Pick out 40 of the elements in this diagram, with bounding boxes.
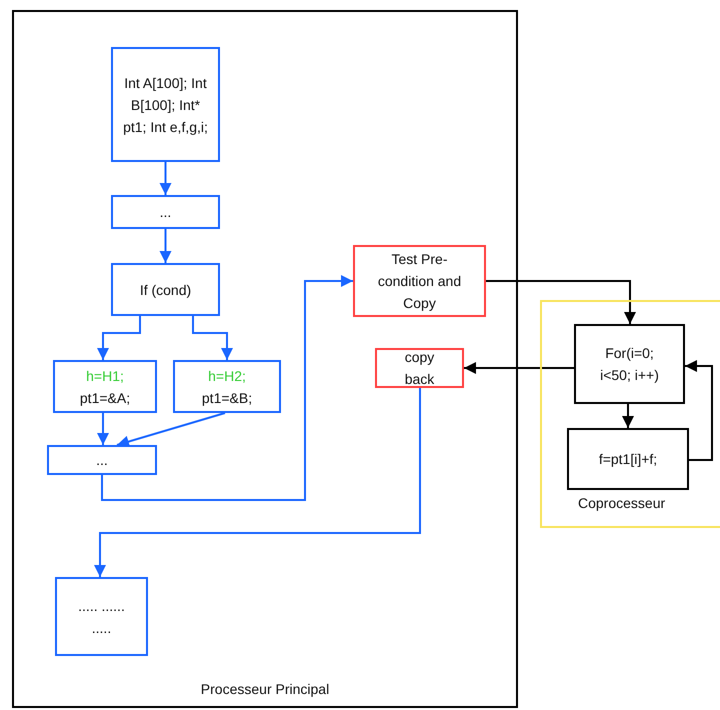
node-label: h=H2; — [208, 366, 246, 386]
arrow — [685, 360, 713, 461]
node-label: ..... ...... ..... — [77, 596, 126, 638]
process-box — [47, 445, 157, 475]
process-box — [567, 428, 689, 490]
node-label: ... — [96, 451, 108, 470]
process-box — [574, 324, 685, 404]
node-label: h=H1; — [86, 366, 124, 386]
arrow — [116, 412, 226, 448]
node-label: pt1=&A; — [80, 388, 130, 408]
node-label: Int A[100]; Int B[100]; Int* pt1; Int e,f,g,i; — [122, 74, 209, 137]
transfer-box — [353, 245, 486, 317]
node-label: f=pt1[i]+f; — [598, 450, 658, 469]
arrow — [464, 362, 574, 374]
process-box — [53, 360, 157, 413]
node-label: If (cond) — [140, 280, 192, 300]
arrow — [160, 162, 172, 195]
process-box — [173, 360, 281, 413]
arrow — [94, 388, 421, 577]
process-box — [111, 263, 220, 316]
node-label: copy back — [404, 348, 436, 389]
arrow — [160, 229, 172, 263]
node-label: pt1=&B; — [202, 388, 252, 408]
node-label: For(i=0; i<50; i++) — [599, 344, 660, 385]
arrow — [192, 316, 233, 360]
processor-frame — [12, 10, 518, 708]
transfer-box — [375, 348, 464, 388]
arrow — [486, 280, 636, 324]
node-label: Coprocesseur — [578, 494, 666, 513]
process-box — [55, 577, 148, 656]
arrow — [101, 275, 353, 501]
coprocessor-frame — [540, 300, 720, 528]
node-label: ... — [160, 203, 172, 222]
process-box — [111, 47, 220, 162]
arrow — [97, 316, 141, 360]
node-label: Test Pre-condition and Copy — [376, 250, 462, 313]
node-label: Processeur Principal — [200, 680, 330, 699]
process-box — [111, 195, 220, 229]
arrow — [97, 413, 109, 445]
arrow — [622, 404, 634, 428]
